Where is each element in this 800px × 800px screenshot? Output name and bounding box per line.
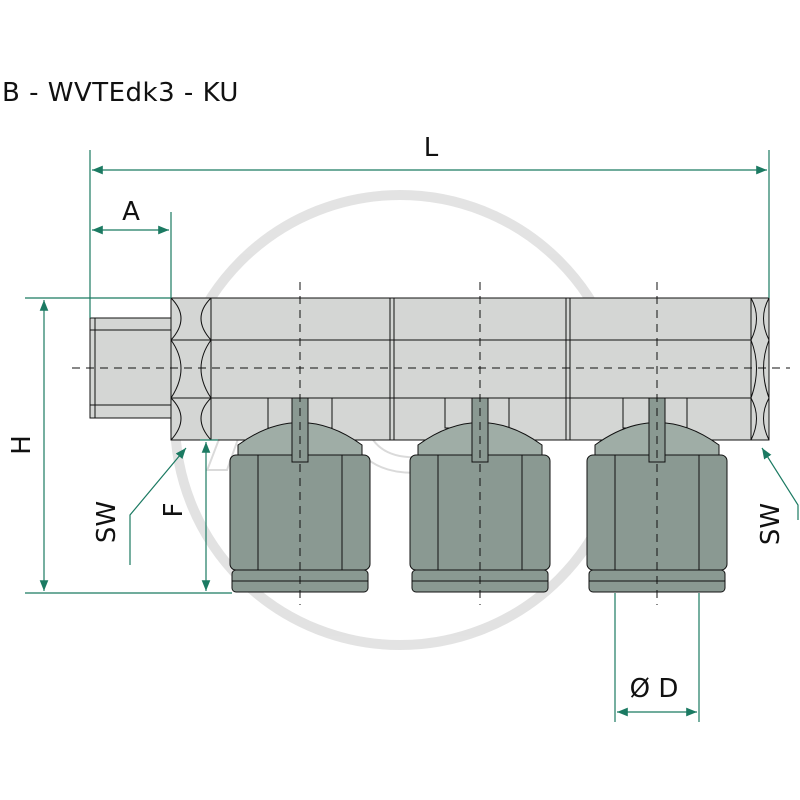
dimension-label-sw-right: SW <box>756 503 786 545</box>
hex-nut-right <box>750 297 770 441</box>
dimension-label-a: A <box>122 197 140 227</box>
drawing-title: B - WVTEdk3 - KU <box>2 78 239 108</box>
dimension-label-sw-left: SW <box>92 501 122 543</box>
dimension-label-diameter: Ø D <box>630 674 679 704</box>
dimension-label-f: F <box>159 503 189 518</box>
center-lines <box>72 282 790 605</box>
hex-nut-left <box>170 297 212 441</box>
dimension-label-h: H <box>7 435 37 455</box>
dimension-lines <box>25 150 799 722</box>
dimension-label-l: L <box>424 133 439 163</box>
